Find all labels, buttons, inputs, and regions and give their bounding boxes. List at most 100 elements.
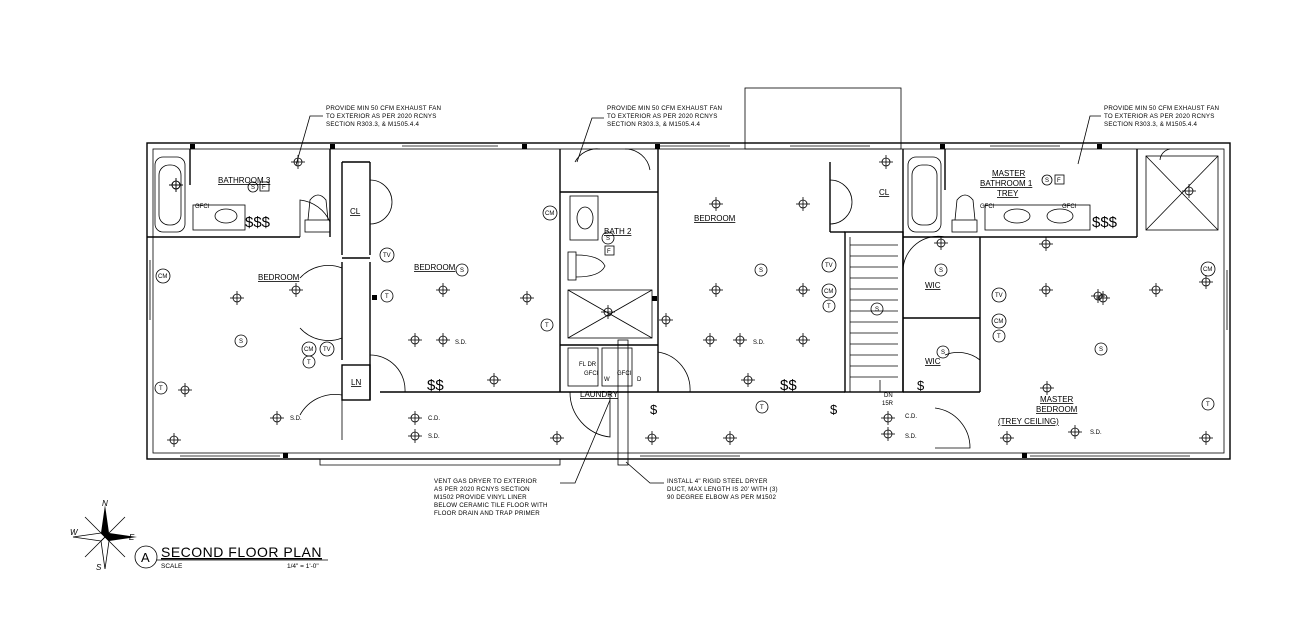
svg-text:TO EXTERIOR AS PER 2020 RCNYS: TO EXTERIOR AS PER 2020 RCNYS — [607, 113, 718, 120]
svg-text:S: S — [251, 185, 255, 191]
smoke-detectors: S S S S S S S S S S — [234, 174, 1108, 359]
recessed-light-icon — [520, 291, 534, 305]
recessed-light-icon — [1149, 283, 1163, 297]
svg-text:BELOW CERAMIC TILE FLOOR WITH: BELOW CERAMIC TILE FLOOR WITH — [434, 502, 548, 509]
room-label-closet1: CL — [350, 207, 361, 216]
recessed-light-icon — [289, 283, 303, 297]
svg-text:M1502 PROVIDE VINYL LINER: M1502 PROVIDE VINYL LINER — [434, 494, 527, 501]
svg-text:S.D.: S.D. — [290, 416, 302, 422]
svg-text:90 DEGREE ELBOW AS PER M1502: 90 DEGREE ELBOW AS PER M1502 — [667, 494, 776, 501]
note-fan-left: PROVIDE MIN 50 CFM EXHAUST FAN TO EXTERI… — [295, 105, 441, 166]
recessed-light-icon — [601, 305, 615, 319]
room-label-laundry: LAUNDRY — [580, 390, 619, 399]
svg-text:F: F — [262, 185, 266, 191]
note-dryer-duct: INSTALL 4" RIGID STEEL DRYER DUCT, MAX L… — [625, 461, 778, 501]
svg-text:T: T — [1206, 402, 1210, 408]
svg-text:S: S — [939, 268, 943, 274]
tv-outlets: TV TV TV TV — [319, 247, 1007, 357]
svg-text:F: F — [607, 249, 611, 255]
svg-text:SECTION R303.3, & M1505.4.4: SECTION R303.3, & M1505.4.4 — [1104, 121, 1197, 128]
recessed-light-icon — [796, 333, 810, 347]
recessed-light-icon — [408, 333, 422, 347]
room-labels: BATHROOM 3 BEDROOM BEDROOM BATH 2 BEDROO… — [218, 169, 1078, 426]
doors — [299, 148, 1171, 449]
svg-text:S.D.: S.D. — [1090, 430, 1102, 436]
smoke-detector-labels: S.D. S.D. S.D. S.D. S.D. S.D. C.D. C.D. — [290, 340, 1102, 440]
svg-text:GFCI: GFCI — [1062, 204, 1077, 210]
annotation-notes: PROVIDE MIN 50 CFM EXHAUST FAN TO EXTERI… — [295, 105, 1219, 517]
svg-text:W: W — [604, 377, 610, 383]
svg-text:TO EXTERIOR AS PER 2020 RCNYS: TO EXTERIOR AS PER 2020 RCNYS — [1104, 113, 1215, 120]
svg-text:CM: CM — [824, 289, 833, 295]
svg-text:$$$: $$$ — [245, 214, 271, 231]
svg-text:S.D.: S.D. — [753, 340, 765, 346]
recessed-light-icon — [436, 333, 450, 347]
recessed-light-icon — [1040, 381, 1054, 395]
recessed-light-icon — [230, 291, 244, 305]
title-marker: A — [141, 550, 150, 565]
svg-text:S: S — [875, 307, 879, 313]
recessed-light-icon — [796, 197, 810, 211]
drawing-title: A SECOND FLOOR PLAN SCALE 1/4" = 1'-0" — [134, 544, 328, 570]
svg-text:T: T — [760, 405, 764, 411]
recessed-light-icon — [659, 313, 673, 327]
room-label-master-bed: MASTER — [1040, 395, 1074, 404]
recessed-light-icon — [723, 431, 737, 445]
svg-text:$: $ — [830, 402, 838, 417]
svg-text:FLOOR DRAIN AND TRAP PRIMER: FLOOR DRAIN AND TRAP PRIMER — [434, 510, 540, 517]
recessed-light-icon — [1039, 237, 1053, 251]
note-fan-right: PROVIDE MIN 50 CFM EXHAUST FAN TO EXTERI… — [1077, 105, 1219, 165]
co-detectors: CM CM CM CM CM CM — [155, 205, 1216, 357]
svg-text:$$$: $$$ — [1092, 214, 1118, 231]
room-label-wic1: WIC — [925, 281, 941, 290]
svg-text:GFCI: GFCI — [195, 204, 210, 210]
switches: $$$ $$ $$ $$$ $ $ $ — [245, 214, 1118, 417]
recessed-light-icon — [169, 178, 183, 192]
svg-text:GFCI: GFCI — [617, 371, 632, 377]
svg-text:$$: $$ — [427, 377, 444, 394]
svg-text:T: T — [827, 304, 831, 310]
svg-text:TV: TV — [995, 293, 1003, 299]
tel-outlets: T T T T T T T T — [154, 289, 1215, 414]
svg-text:T: T — [545, 323, 549, 329]
svg-text:TO EXTERIOR AS PER 2020 RCNYS: TO EXTERIOR AS PER 2020 RCNYS — [326, 113, 437, 120]
interior-walls — [147, 149, 1219, 401]
svg-text:CM: CM — [994, 319, 1003, 325]
room-label-bedroom-right: BEDROOM — [694, 214, 736, 223]
recessed-light-icon — [1199, 431, 1213, 445]
recessed-light-icon — [709, 283, 723, 297]
svg-text:SECTION R303.3, & M1505.4.4: SECTION R303.3, & M1505.4.4 — [326, 121, 419, 128]
recessed-light-icon — [270, 411, 284, 425]
svg-text:S: S — [1045, 178, 1049, 184]
recessed-light-icon — [709, 197, 723, 211]
room-label-master-bath: MASTER — [992, 169, 1026, 178]
room-label-bath2: BATH 2 — [604, 227, 632, 236]
recessed-light-icon — [487, 373, 501, 387]
room-label-bathroom3: BATHROOM 3 — [218, 176, 271, 185]
recessed-light-icon — [703, 333, 717, 347]
recessed-light-icon — [178, 383, 192, 397]
svg-text:CM: CM — [304, 347, 313, 353]
svg-text:DUCT, MAX LENGTH IS 20' WITH (: DUCT, MAX LENGTH IS 20' WITH (3) — [667, 486, 778, 493]
room-label-master-bed-3: (TREY CEILING) — [998, 417, 1059, 426]
svg-text:S.D.: S.D. — [905, 434, 917, 440]
recessed-light-icon — [408, 429, 422, 443]
compass-n: N — [102, 499, 108, 508]
stair-treads — [849, 237, 898, 392]
room-label-bedroom-left: BEDROOM — [258, 273, 300, 282]
svg-text:S: S — [941, 350, 945, 356]
svg-text:CM: CM — [1203, 267, 1212, 273]
svg-text:$: $ — [650, 402, 658, 417]
svg-text:S: S — [460, 268, 464, 274]
recessed-light-icon — [645, 431, 659, 445]
compass-e: E — [129, 533, 135, 542]
svg-text:TV: TV — [825, 263, 833, 269]
svg-text:GFCI: GFCI — [980, 204, 995, 210]
room-label-master-bath-2: BATHROOM 1 — [980, 179, 1033, 188]
svg-text:PROVIDE MIN 50 CFM EXHAUST FAN: PROVIDE MIN 50 CFM EXHAUST FAN — [607, 105, 722, 112]
svg-text:C.D.: C.D. — [428, 416, 440, 422]
recessed-light-icon — [1199, 275, 1213, 289]
svg-text:S: S — [1099, 347, 1103, 353]
title-scale-value: 1/4" = 1'-0" — [287, 563, 319, 570]
svg-text:T: T — [307, 360, 311, 366]
